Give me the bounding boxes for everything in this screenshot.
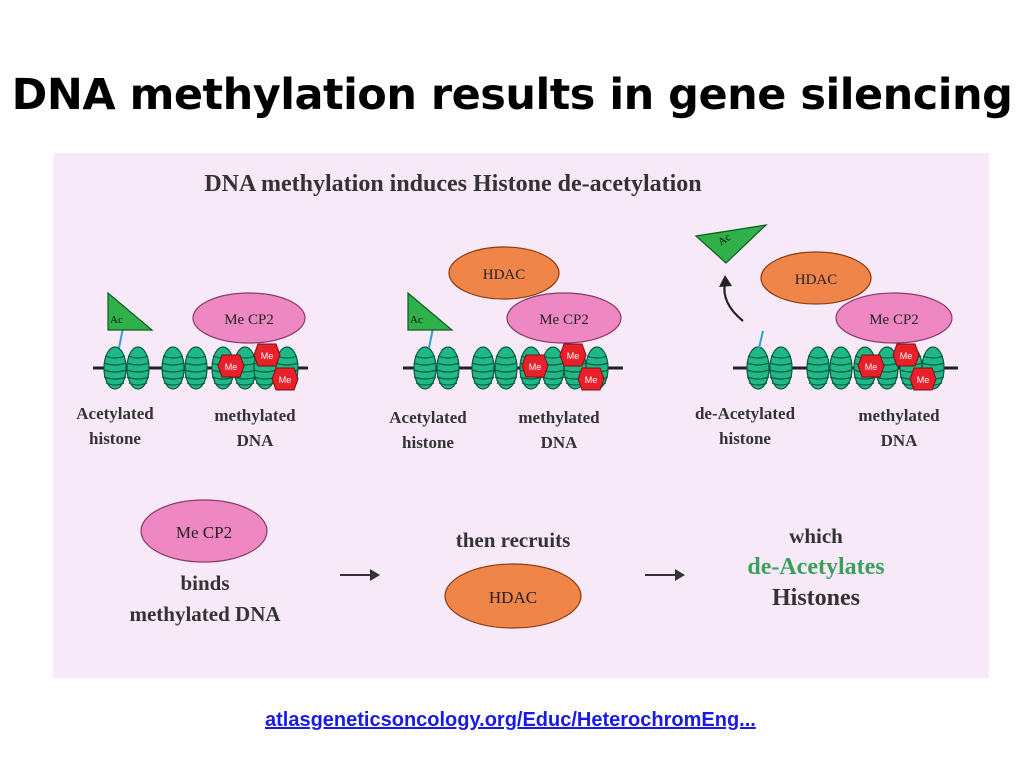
caption-line: histone — [719, 429, 771, 448]
svg-text:Me: Me — [865, 362, 878, 372]
nucleosome — [471, 346, 518, 390]
caption-line-highlight: de-Acetylates — [747, 554, 885, 580]
caption-line: DNA — [540, 433, 578, 452]
nucleosome — [746, 346, 793, 390]
bottom-row: Me CP2 HDAC — [140, 499, 685, 629]
release-arrow — [723, 282, 744, 322]
flow-arrowhead — [370, 569, 380, 581]
mecp2-label: Me CP2 — [539, 312, 589, 328]
caption-line: DNA — [236, 431, 274, 450]
svg-text:Me: Me — [261, 351, 274, 361]
caption-line: Acetylated — [389, 408, 467, 427]
methyl-mark: Me — [521, 354, 549, 378]
mecp2-label: Me CP2 — [224, 312, 274, 328]
caption-line: histone — [89, 429, 141, 448]
caption-line: Acetylated — [76, 404, 154, 423]
source-link[interactable]: atlasgeneticsoncology.org/Educ/Heterochr… — [265, 709, 756, 731]
dna-caption: methylated DNA — [839, 403, 959, 453]
nucleosome — [413, 346, 460, 390]
step3-caption: which de-Acetylates Histones — [711, 521, 921, 614]
hdac-label: HDAC — [795, 272, 838, 288]
caption-line: methylated — [214, 406, 296, 425]
released-acetyl-triangle — [694, 224, 768, 264]
methyl-mark: Me — [577, 367, 605, 391]
panel-2: Ac HDAC Me CP2 Me Me Me — [403, 246, 623, 391]
histone-caption: Acetylated histone — [53, 401, 177, 451]
mecp2-label: Me CP2 — [869, 312, 919, 328]
acetyl-triangle — [407, 291, 454, 331]
caption-line: methylated — [858, 406, 940, 425]
svg-text:Me: Me — [279, 375, 292, 385]
hdac-ellipse — [760, 251, 872, 305]
svg-text:Me: Me — [567, 351, 580, 361]
diagram-graphics: Ac Me CP2 Me Me Me Ac HDAC Me CP2 Me Me … — [93, 224, 958, 629]
panel-1: Ac Me CP2 Me Me Me — [93, 291, 308, 391]
hdac-ellipse — [444, 563, 582, 629]
step2-caption: then recruits — [455, 528, 571, 552]
flow-arrowhead — [675, 569, 685, 581]
methyl-mark: Me — [857, 354, 885, 378]
mecp2-ellipse — [835, 292, 953, 344]
caption-line: which — [789, 524, 843, 548]
hdac-label: HDAC — [489, 588, 537, 607]
mecp2-label: Me CP2 — [176, 523, 232, 542]
acetyl-tail — [118, 327, 124, 349]
svg-text:Me: Me — [585, 375, 598, 385]
dna-caption: methylated DNA — [195, 403, 315, 453]
nucleosome — [161, 346, 208, 390]
histone-caption: Acetylated histone — [366, 405, 490, 455]
caption-line: histone — [402, 433, 454, 452]
svg-text:Me: Me — [529, 362, 542, 372]
caption-line: methylated DNA — [129, 602, 281, 626]
mecp2-ellipse — [140, 499, 268, 563]
nucleosome — [103, 346, 150, 390]
nucleosome — [806, 346, 853, 390]
hdac-label: HDAC — [483, 267, 526, 283]
acetyl-label: Ac — [410, 314, 423, 326]
acetyl-tail — [428, 327, 434, 349]
svg-text:Me: Me — [225, 362, 238, 372]
figure-heading: DNA methylation induces Histone de-acety… — [204, 171, 702, 197]
caption-line: binds — [180, 571, 230, 595]
caption-line: methylated — [518, 408, 600, 427]
methyl-mark: Me — [909, 367, 937, 391]
methylation-diagram: Ac Me CP2 Me Me Me Ac HDAC Me CP2 Me Me … — [53, 153, 989, 678]
histone-tail — [758, 330, 764, 349]
methyl-mark: Me — [271, 367, 299, 391]
methyl-mark: Me — [892, 343, 920, 367]
caption-line: DNA — [880, 431, 918, 450]
mecp2-ellipse — [506, 292, 622, 344]
hdac-ellipse — [448, 246, 560, 300]
slide-title: DNA methylation results in gene silencin… — [11, 70, 1013, 120]
histone-caption: de-Acetylated histone — [674, 401, 816, 451]
mecp2-ellipse — [192, 292, 306, 344]
caption-line: de-Acetylated — [694, 404, 796, 423]
acetyl-triangle — [107, 291, 154, 331]
methyl-mark: Me — [217, 354, 245, 378]
methyl-mark: Me — [253, 343, 281, 367]
panel-3: Ac HDAC Me CP2 Me Me Me — [694, 224, 958, 391]
svg-text:Me: Me — [917, 375, 930, 385]
svg-text:Me: Me — [900, 351, 913, 361]
release-arrowhead — [719, 275, 732, 287]
methyl-mark: Me — [559, 343, 587, 367]
dna-caption: methylated DNA — [499, 405, 619, 455]
caption-line: Histones — [771, 585, 860, 611]
step1-caption: binds methylated DNA — [105, 568, 305, 630]
acetyl-label: Ac — [110, 314, 123, 326]
